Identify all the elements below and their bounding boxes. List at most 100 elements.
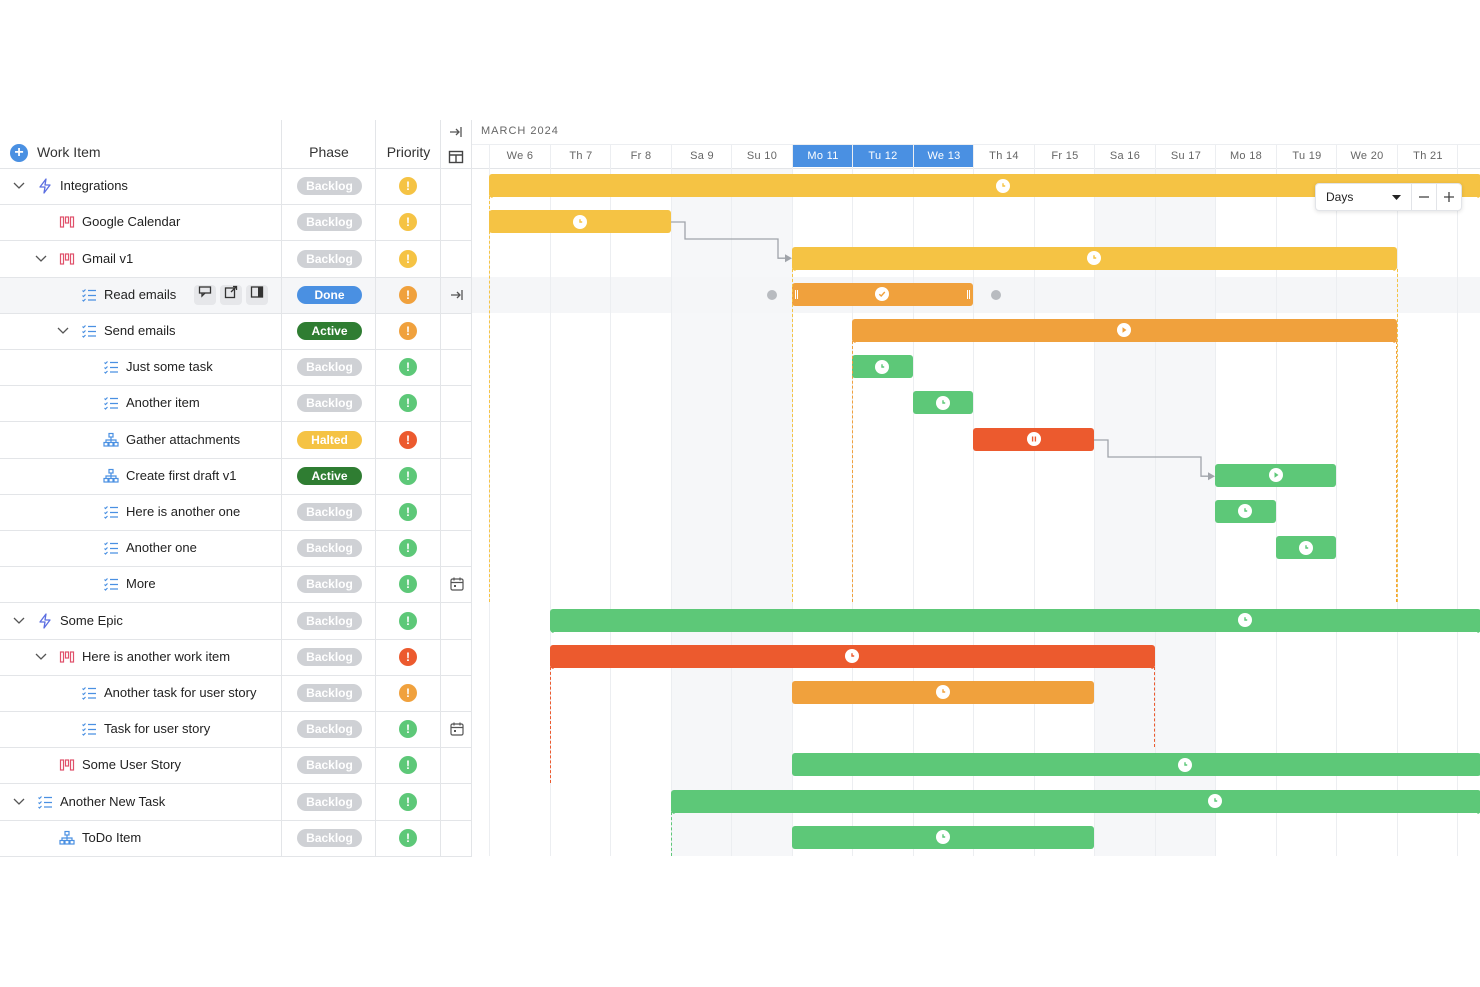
resize-handle-left[interactable]: [794, 289, 798, 299]
day-header[interactable]: Su 17: [1170, 150, 1202, 162]
resize-handle-right[interactable]: [967, 289, 970, 299]
day-header[interactable]: Mo 11: [793, 145, 853, 167]
day-header[interactable]: We 13: [914, 145, 974, 167]
day-header[interactable]: Sa 16: [1109, 150, 1141, 162]
work-item-label[interactable]: Some Epic: [60, 612, 123, 628]
zoom-select[interactable]: Days: [1316, 184, 1411, 210]
priority-icon[interactable]: !: [399, 575, 417, 594]
gantt-bar[interactable]: [489, 174, 1480, 199]
priority-icon[interactable]: !: [399, 321, 417, 340]
work-item-label[interactable]: Google Calendar: [82, 214, 181, 230]
day-header[interactable]: Th 21: [1413, 150, 1443, 162]
phase-badge[interactable]: Active: [297, 466, 362, 485]
work-item-label[interactable]: ToDo Item: [82, 829, 142, 845]
day-header[interactable]: We 6: [506, 150, 534, 162]
phase-badge[interactable]: Backlog: [297, 575, 362, 594]
gantt-bar[interactable]: [791, 825, 1094, 849]
priority-icon[interactable]: !: [399, 430, 417, 449]
work-item-label[interactable]: Just some task: [126, 359, 213, 375]
work-item-column-header[interactable]: Work Item: [37, 144, 101, 160]
work-item-label[interactable]: Integrations: [60, 178, 128, 194]
priority-icon[interactable]: !: [399, 647, 417, 666]
day-header[interactable]: We 20: [1350, 150, 1384, 162]
zoom-in-button[interactable]: [1436, 184, 1461, 210]
gantt-bar[interactable]: [852, 355, 913, 379]
phase-badge[interactable]: Backlog: [297, 611, 362, 630]
priority-icon[interactable]: !: [399, 358, 417, 377]
phase-badge[interactable]: Done: [297, 285, 362, 304]
day-header[interactable]: Fr 8: [630, 150, 652, 162]
calendar-icon[interactable]: [449, 576, 465, 592]
gantt-bar[interactable]: [1215, 463, 1336, 487]
work-item-label[interactable]: Task for user story: [104, 721, 211, 737]
gantt-bar[interactable]: [791, 680, 1094, 704]
work-item-label[interactable]: Gather attachments: [126, 431, 241, 447]
work-item-label[interactable]: Another task for user story: [104, 684, 257, 700]
work-item-label[interactable]: Another item: [126, 395, 200, 411]
zoom-out-button[interactable]: [1411, 184, 1436, 210]
gantt-bar[interactable]: [973, 427, 1094, 451]
drag-dot-left[interactable]: [767, 289, 778, 300]
priority-icon[interactable]: !: [399, 828, 417, 847]
day-header[interactable]: Th 7: [569, 150, 593, 162]
comment-button[interactable]: [194, 284, 216, 305]
priority-icon[interactable]: !: [399, 285, 417, 304]
day-header[interactable]: Sa 9: [690, 150, 714, 162]
phase-badge[interactable]: Backlog: [297, 213, 362, 232]
phase-badge[interactable]: Halted: [297, 430, 362, 449]
priority-icon[interactable]: !: [399, 249, 417, 268]
priority-icon[interactable]: !: [399, 683, 417, 702]
gantt-bar[interactable]: [791, 282, 973, 306]
chevron-down-icon[interactable]: [11, 178, 27, 194]
work-item-label[interactable]: Read emails: [104, 286, 177, 302]
side-panel-button[interactable]: [246, 284, 268, 305]
priority-icon[interactable]: !: [399, 539, 417, 558]
phase-badge[interactable]: Backlog: [297, 828, 362, 847]
work-item-label[interactable]: Gmail v1: [82, 250, 134, 266]
work-item-label[interactable]: Send emails: [104, 322, 176, 338]
phase-badge[interactable]: Backlog: [297, 502, 362, 521]
add-work-item-button[interactable]: +: [10, 144, 28, 162]
gantt-bar[interactable]: [791, 246, 1397, 271]
jump-to-bar-icon[interactable]: [449, 287, 465, 303]
open-external-button[interactable]: [220, 284, 242, 305]
priority-icon[interactable]: !: [399, 792, 417, 811]
collapse-timeline-icon[interactable]: [448, 124, 464, 140]
day-header[interactable]: Fr 15: [1051, 150, 1079, 162]
drag-dot-right[interactable]: [991, 289, 1002, 300]
work-item-label[interactable]: Here is another one: [126, 503, 241, 519]
work-item-label[interactable]: Create first draft v1: [126, 467, 237, 483]
phase-column-header[interactable]: Phase: [309, 144, 349, 160]
day-header[interactable]: Th 14: [989, 150, 1019, 162]
phase-badge[interactable]: Backlog: [297, 792, 362, 811]
phase-badge[interactable]: Backlog: [297, 683, 362, 702]
chevron-down-icon[interactable]: [11, 613, 27, 629]
gantt-bar[interactable]: [670, 789, 1480, 814]
phase-badge[interactable]: Active: [297, 321, 362, 340]
gantt-bar[interactable]: [549, 608, 1480, 633]
priority-icon[interactable]: !: [399, 213, 417, 232]
day-header[interactable]: Su 10: [746, 150, 778, 162]
day-header[interactable]: F: [1458, 145, 1480, 167]
gantt-bar[interactable]: [791, 753, 1480, 777]
day-header[interactable]: Tu 12: [853, 145, 913, 167]
column-layout-icon[interactable]: [448, 149, 464, 165]
phase-badge[interactable]: Backlog: [297, 394, 362, 413]
phase-badge[interactable]: Backlog: [297, 358, 362, 377]
work-item-label[interactable]: Here is another work item: [82, 648, 231, 664]
priority-icon[interactable]: !: [399, 756, 417, 775]
calendar-icon[interactable]: [449, 721, 465, 737]
gantt-bar[interactable]: [912, 391, 973, 415]
work-item-label[interactable]: Another one: [126, 540, 197, 556]
priority-icon[interactable]: !: [399, 177, 417, 196]
priority-icon[interactable]: !: [399, 466, 417, 485]
work-item-label[interactable]: Another New Task: [60, 793, 166, 809]
gantt-bar[interactable]: [1215, 499, 1276, 523]
chevron-down-icon[interactable]: [33, 251, 49, 267]
gantt-bar[interactable]: [852, 318, 1397, 343]
priority-icon[interactable]: !: [399, 720, 417, 739]
chevron-down-icon[interactable]: [55, 323, 71, 339]
priority-icon[interactable]: !: [399, 611, 417, 630]
day-header[interactable]: Mo 18: [1229, 150, 1263, 162]
work-item-label[interactable]: More: [126, 576, 156, 592]
